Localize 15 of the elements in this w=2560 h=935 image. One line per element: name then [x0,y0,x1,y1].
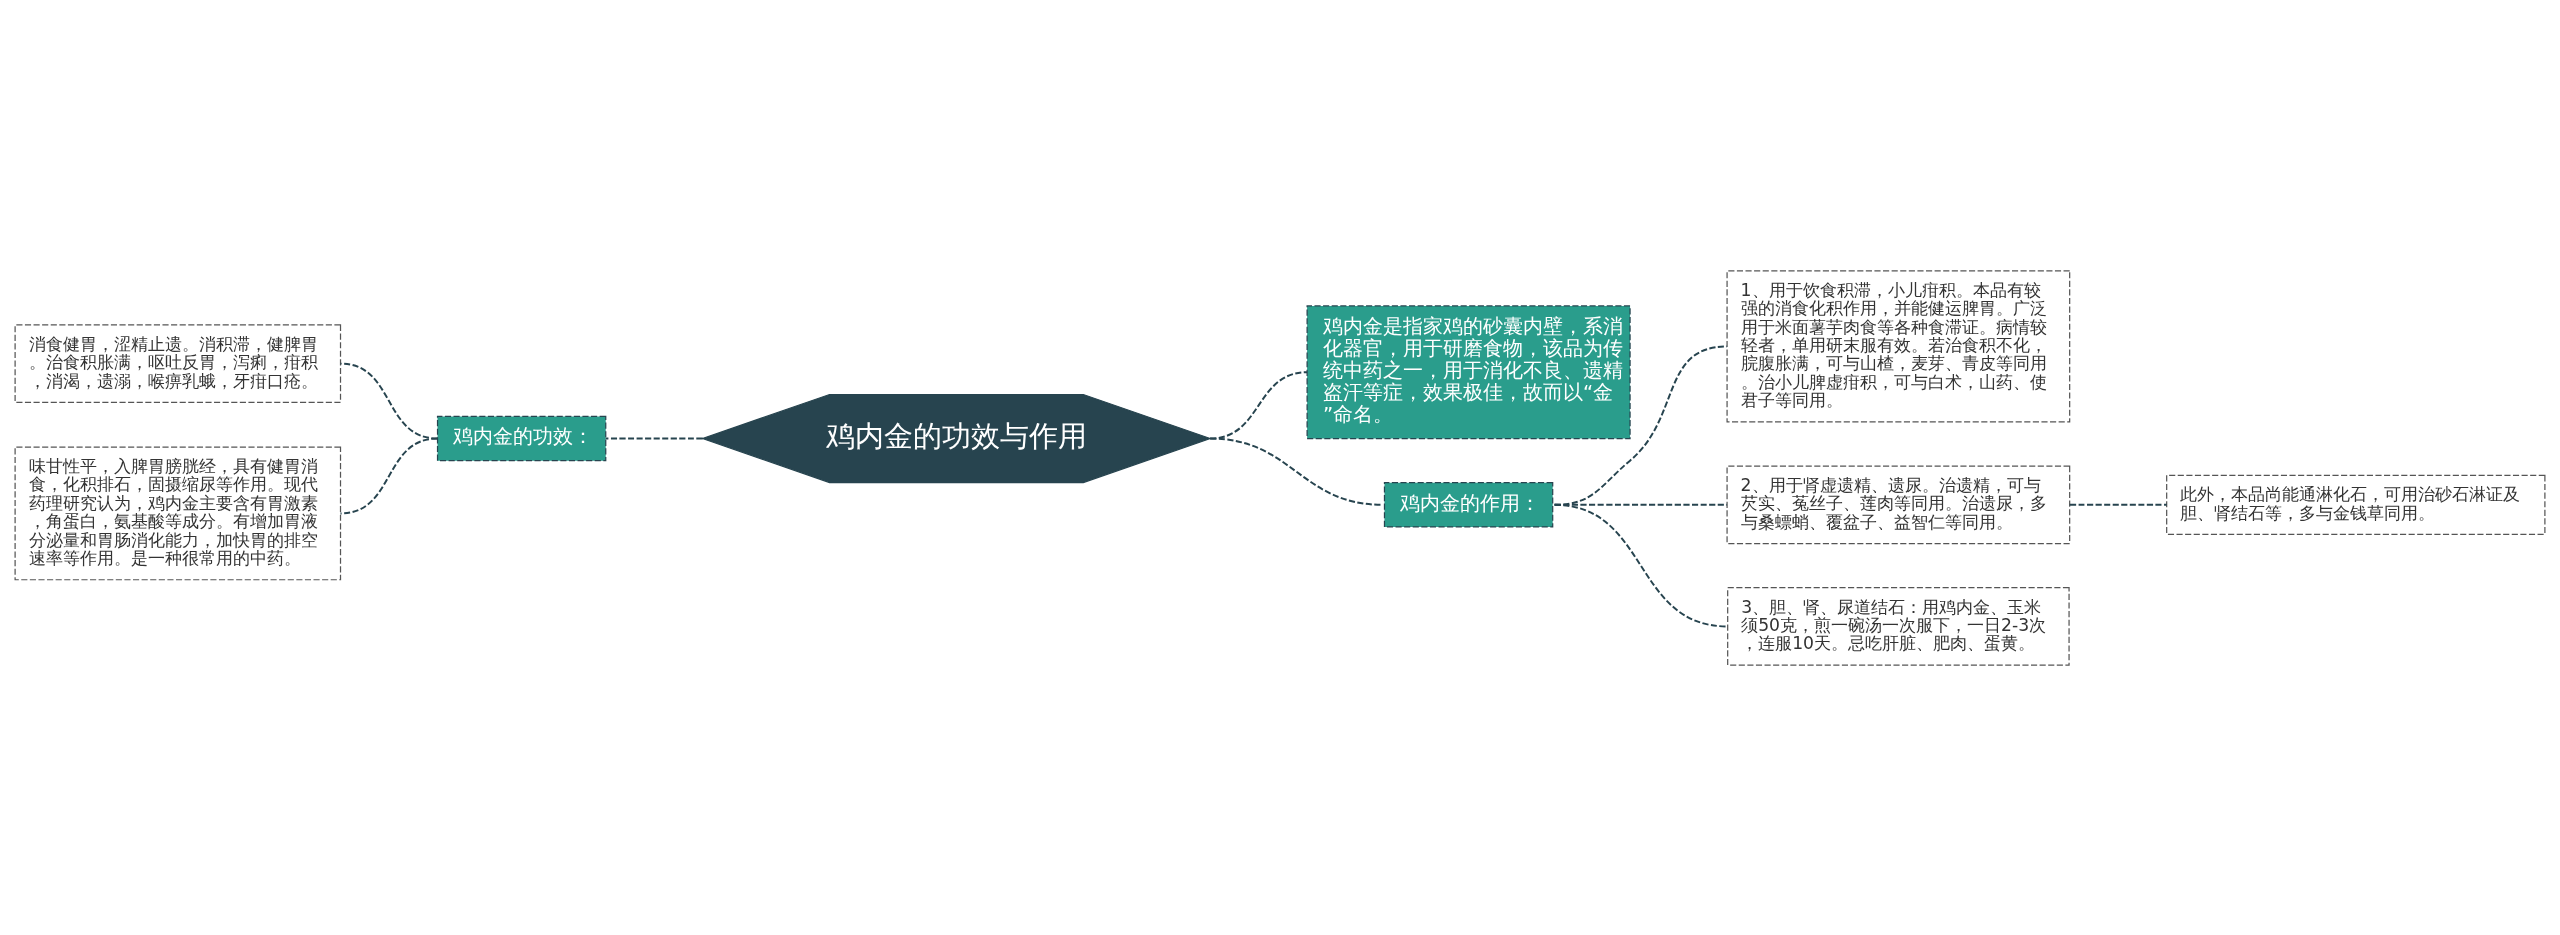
node-box: 1、用于饮食积滞，小儿疳积。本品有较强的消食化积作用，并能健运脾胃。广泛用于米面薯芋肉食等各种食滞证。病情较轻者，单用研末服有效。若治食积不化，脘腹胀满，可与山楂，麦芽、青皮等同用。治小儿脾虚疳积，可与白术，山药、使君子等同用。 [1726,269,2071,423]
connector [1553,503,1729,627]
node-box: 2、用于肾虚遗精、遗尿。治遗精，可与芡实、菟丝子、莲肉等同用。治遗尿，多与桑螵蛸、覆盆子、益智仁等同用。 [1726,465,2071,544]
connector [339,362,439,439]
node-box: 消食健胃，涩精止遗。消积滞，健脾胃。治食积胀满，呕吐反胃，泻痢，疳积，消渴，遗溺，喉痹乳蛾，牙疳口疮。 [14,323,342,403]
node-box: 鸡内金的作用： [1383,481,1554,528]
connector [604,437,704,439]
node-box: 味甘性平，入脾胃膀胱经，具有健胃消食，化积排石，固摄缩尿等作用。现代药理研究认为，鸡内金主要含有胃激素，角蛋白，氨基酸等成分。有增加胃液分泌量和胃肠消化能力，加快胃的排空速率等作用。是一种很常用的中药。 [14,446,342,580]
connector [2068,503,2168,506]
node-box: 此外，本品尚能通淋化石，可用治砂石淋证及胆、肾结石等，多与金钱草同用。 [2166,474,2546,535]
node-box: 鸡内金的功效： [436,415,607,461]
connector [1209,370,1309,439]
node-box: 3、胆、肾、尿道结石：用鸡内金、玉米须50克，煎一碗汤一次服下，一日2-3次，连服10天。忌吃肝脏、肥肉、蛋黄。 [1727,586,2070,666]
node-box: 鸡内金是指家鸡的砂囊内壁，系消化器官，用于研磨食物，该品为传统中药之一，用于消化不良、遗精盗汗等症，效果极佳，故而以“金”命名。 [1306,304,1631,439]
connector [339,437,439,514]
